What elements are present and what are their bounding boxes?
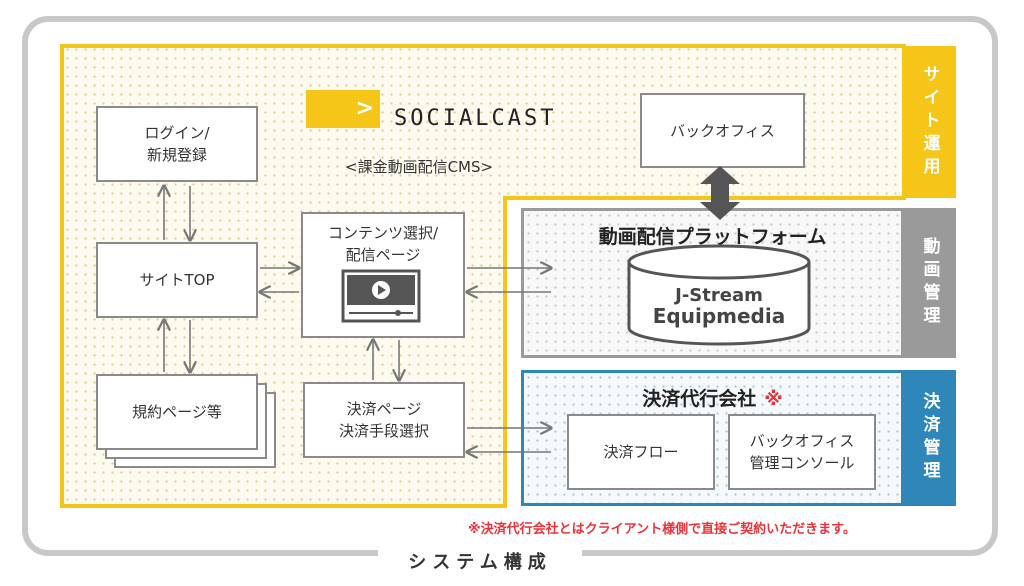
terms-pages-box: 規約ページ等 xyxy=(96,374,258,450)
site-top-box: サイトTOP xyxy=(96,242,258,318)
payment-page-box: 決済ページ決済手段選択 xyxy=(303,382,465,458)
back-office-box: バックオフィス xyxy=(640,93,805,168)
logo-block: > xyxy=(306,90,380,128)
contract-note: ※決済代行会社とはクライアント様側で直接ご契約いただきます。 xyxy=(468,522,856,537)
brand-name: SOCIALCAST xyxy=(394,106,557,131)
tab-payment-management: 決済管理 xyxy=(904,370,956,506)
note-mark: ※ xyxy=(764,388,783,410)
payment-flow-box: 決済フロー xyxy=(567,414,715,490)
diagram-caption: システム構成 xyxy=(408,552,552,573)
payment-agency-title: 決済代行会社※ xyxy=(642,388,783,410)
cylinder-label: J-Stream Equipmedia xyxy=(652,285,786,328)
cms-subtitle: <課金動画配信CMS> xyxy=(345,158,494,176)
tab-video-management: 動画管理 xyxy=(904,208,956,358)
caption-mask xyxy=(378,544,582,584)
content-select-box: コンテンツ選択/配信ページ xyxy=(301,212,465,338)
platform-title: 動画配信プラットフォーム xyxy=(598,226,827,248)
login-register-box: ログイン/新規登録 xyxy=(96,106,258,182)
admin-console-box: バックオフィス管理コンソール xyxy=(728,414,876,490)
tab-site-operation: サイト運用 xyxy=(904,46,956,198)
